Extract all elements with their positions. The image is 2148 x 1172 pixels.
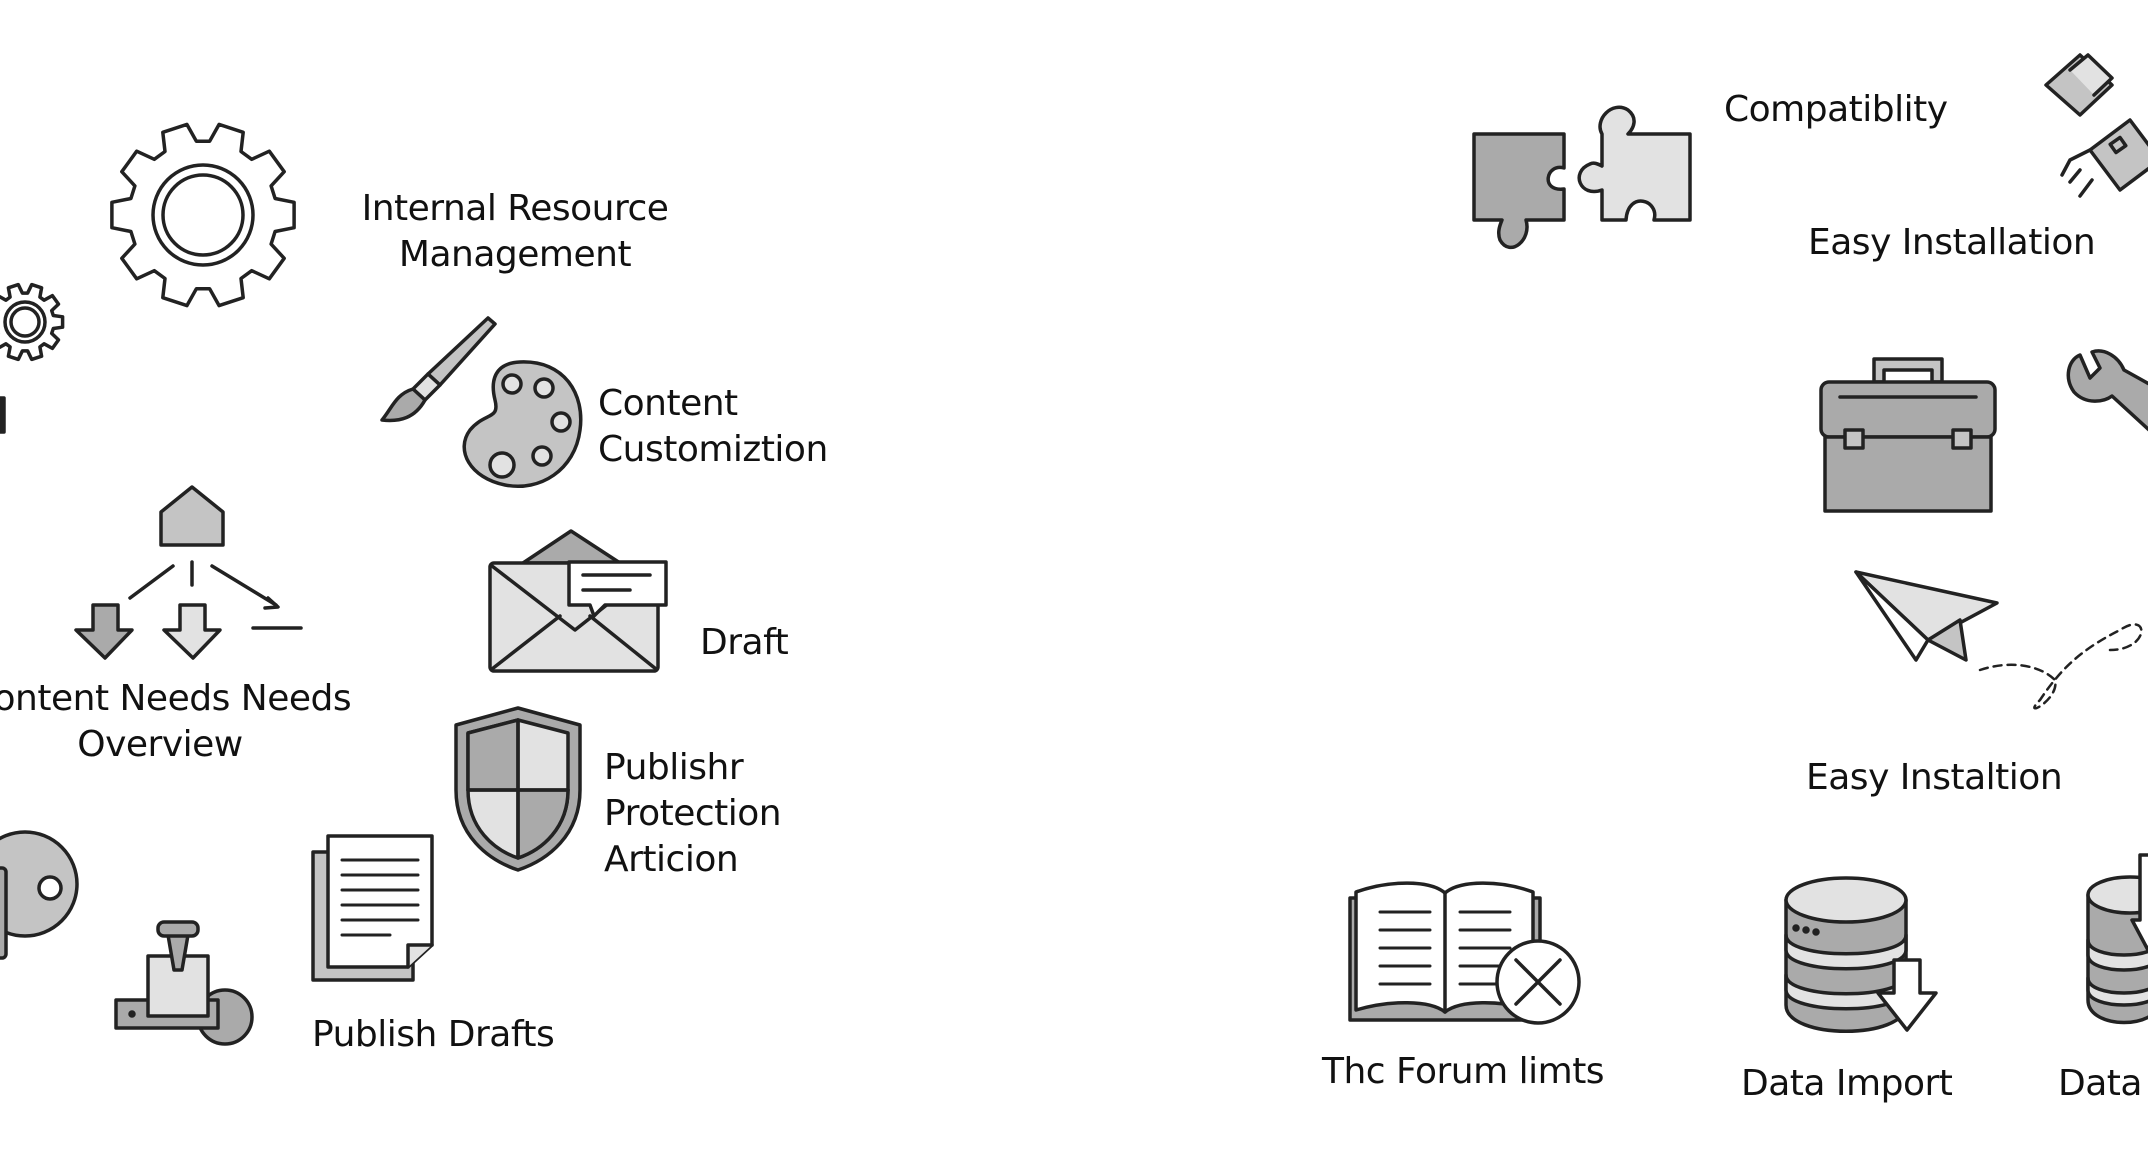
palette-icon (462, 360, 583, 488)
toolbox-icon (1819, 357, 1997, 513)
database-icon (2086, 853, 2148, 1025)
paper-plane-icon (1854, 570, 2143, 710)
label-easy-installation-2: Easy Instaltion (1806, 757, 2063, 798)
label-compatibility: Compatiblity (1724, 89, 1948, 130)
label-publish-drafts: Publish Drafts (312, 1014, 555, 1055)
wrench-icon (2066, 349, 2148, 432)
stamp-icon (114, 920, 254, 1046)
disc-icon (0, 830, 79, 960)
label-line: Articion (604, 839, 739, 880)
book-x-icon (1348, 881, 1581, 1025)
label-line: Customiztion (598, 429, 828, 470)
database-import-icon (1784, 876, 1938, 1033)
label-easy-installation: Easy Installation (1808, 222, 2096, 263)
partial-icon (0, 396, 6, 434)
label-line: Content Needs Needs (0, 678, 352, 719)
label-line: Content (598, 383, 738, 424)
shield-icon (454, 706, 582, 872)
plug-icon (2044, 53, 2148, 198)
hierarchy-icon (74, 485, 303, 660)
paintbrush-icon (380, 316, 497, 423)
puzzle-icon (1472, 105, 1692, 250)
label-draft: Draft (700, 622, 789, 663)
label-line: Management (398, 234, 632, 275)
small-gear-icon (0, 282, 65, 362)
gear-icon (110, 122, 296, 308)
label-line: Protection (604, 793, 782, 834)
label-line: Publishr (604, 747, 744, 788)
envelope-chat-icon (488, 529, 668, 673)
label-forum-limits: Thc Forum limts (1322, 1051, 1605, 1092)
document-icon (311, 834, 434, 982)
label-data-import: Data Import (1741, 1063, 1953, 1104)
label-data: Data (2058, 1063, 2142, 1104)
label-line: Overview (77, 724, 243, 765)
label-line: Internal Resource (361, 188, 669, 229)
